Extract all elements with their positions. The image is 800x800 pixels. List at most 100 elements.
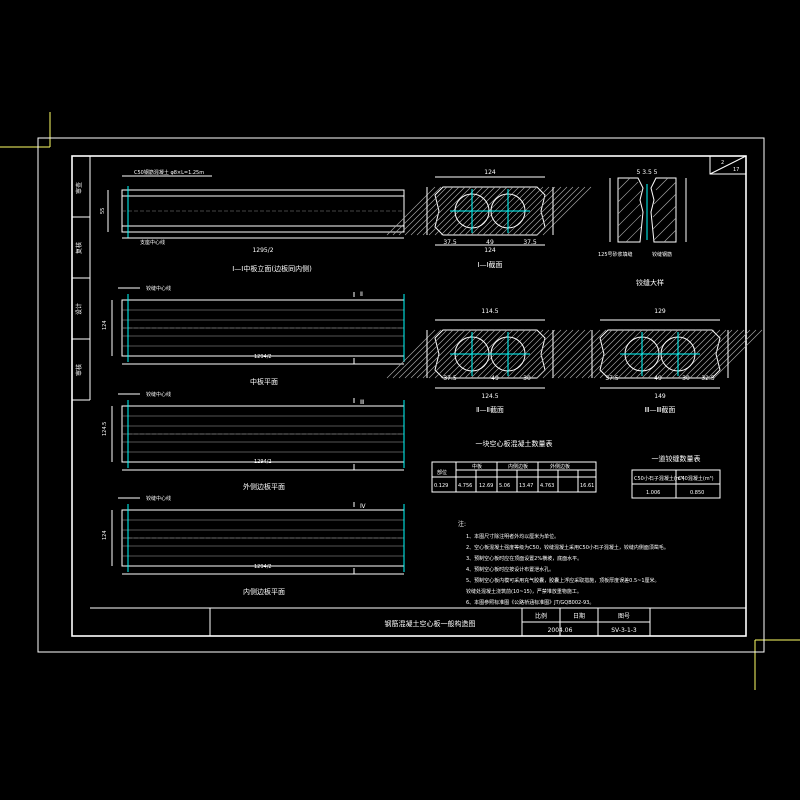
sidebar-label-1: 审查	[75, 182, 83, 194]
section-2-dim-c: 30	[523, 375, 531, 382]
concrete-v4: 13.47	[519, 483, 533, 489]
plan-title-2: 外侧边板平面	[243, 482, 285, 491]
elevation-height: 55	[100, 208, 106, 214]
sidebar-label-2: 复核	[75, 242, 83, 254]
section-1	[386, 176, 592, 246]
plan-width-1: 124	[102, 320, 108, 330]
section-hatch	[518, 329, 568, 379]
elevation-view	[107, 175, 405, 239]
section-hatch	[581, 329, 631, 379]
note-7: 6、本图参照标准图《公路桥涵标准图》JT/GQB002-93。	[466, 599, 594, 606]
section-hatch	[524, 329, 574, 379]
tb-label-date: 日期	[573, 612, 585, 620]
section-hatch	[536, 329, 586, 379]
sheet-total: 17	[733, 167, 739, 173]
section-1-dim-c: 37.5	[523, 239, 537, 246]
joint-label-1: 125号砂浆填缝	[598, 251, 633, 258]
section-hatch	[563, 329, 613, 379]
elevation-title: Ⅰ—Ⅰ中板立面(边板同内侧)	[232, 264, 312, 273]
section-hatch	[416, 329, 466, 379]
note-3: 3、预制空心板时应在顶面设置2%横坡，底面水平。	[466, 555, 582, 562]
approval-strip	[72, 156, 91, 401]
tb-drawing-no: SV-3-1-3	[611, 627, 637, 634]
section-hatch	[518, 186, 568, 236]
section-hatch	[569, 329, 619, 379]
joint-top-dims: 5 3.5 5	[637, 169, 658, 176]
concrete-h0: 部位	[437, 469, 447, 476]
materials-h1: C40混凝土(m³)	[678, 475, 714, 482]
section-hatch	[422, 329, 472, 379]
joint-title: 铰缝大样	[636, 278, 664, 287]
tb-date: 2004.06	[548, 627, 573, 634]
section-hatch	[416, 186, 466, 236]
section-hatch	[410, 186, 460, 236]
section-hatch	[410, 329, 460, 379]
crop-marks	[0, 112, 800, 690]
section-3-top: 129	[654, 308, 666, 315]
tb-label-scale: 比例	[535, 612, 547, 620]
plan-mark-2: Ⅲ	[360, 399, 364, 406]
section-hatch	[404, 329, 454, 379]
note-5: 5、预制空心板内模可采用充气胶囊，胶囊上浮应采取措施，顶板厚度误差0.5~1厘米…	[466, 577, 660, 584]
concrete-v3: 5.06	[499, 483, 510, 489]
plan-width-3: 124	[102, 530, 108, 540]
section-hatch	[398, 186, 448, 236]
note-1: 1、本图尺寸除注明者外均以厘米为单位。	[466, 533, 559, 540]
section-hatch	[575, 329, 625, 379]
concrete-v0: 0.129	[434, 483, 448, 489]
sheet-number: 2	[721, 160, 724, 166]
materials-table	[631, 469, 721, 499]
section-3-dim-a: 37.5	[605, 375, 619, 382]
section-2-bottom: 124.5	[481, 393, 498, 400]
drawing-title: 钢筋混凝土空心板一般构造图	[385, 619, 476, 628]
plan-width-2: 124.5	[102, 422, 108, 436]
section-1-dim-a: 37.5	[443, 239, 457, 246]
plan-view-3	[111, 497, 405, 575]
section-3-dim-d: 32.5	[701, 375, 715, 382]
plan-len-3: 1294/2	[254, 564, 272, 570]
section-2-dim-a: 37.5	[443, 375, 457, 382]
section-2-dim-b: 49	[491, 375, 499, 382]
section-title-3: Ⅲ—Ⅲ截面	[645, 405, 676, 414]
section-hatch	[683, 329, 733, 379]
concrete-h1: 中板	[472, 463, 482, 470]
section-1-dim-b: 49	[486, 239, 494, 246]
tb-label-no: 图号	[618, 613, 630, 620]
concrete-h2: 内侧边板	[508, 463, 528, 470]
sidebar-label-4: 审核	[75, 364, 83, 376]
section-hatch	[530, 186, 580, 236]
section-hatch	[398, 329, 448, 379]
section-hatch	[542, 186, 592, 236]
section-3-dim-c: 30	[682, 375, 690, 382]
plan-title-3: 内侧边板平面	[243, 587, 285, 596]
section-hatch	[695, 329, 745, 379]
section-hatch	[422, 186, 472, 236]
concrete-h3: 外侧边板	[550, 463, 570, 470]
materials-v0: 1.006	[646, 490, 660, 496]
section-1-top: 124	[484, 169, 496, 176]
plan-note-1: 铰缝中心线	[146, 285, 171, 292]
section-hatch	[524, 186, 574, 236]
materials-h0: C50小石子混凝土(m³)	[634, 475, 685, 482]
section-1-bottom: 124	[484, 247, 496, 254]
note-2: 2、空心板混凝土强度等级为C50，铰缝混凝土采用C50小石子混凝土，铰缝内侧面须…	[466, 544, 669, 551]
section-hatch	[557, 329, 607, 379]
elevation-note: 支座中心线	[140, 239, 165, 246]
elevation-span: 1295/2	[252, 247, 273, 254]
note-4: 4、预制空心板时应按设计布置泄水孔。	[466, 566, 554, 573]
section-hatch	[587, 329, 637, 379]
section-hatch	[701, 329, 751, 379]
section-hatch	[536, 186, 586, 236]
plan-view-2	[111, 393, 405, 471]
sheet-number-box	[709, 155, 747, 175]
section-2-top: 114.5	[481, 308, 498, 315]
section-3-dim-b: 49	[654, 375, 662, 382]
section-title-2: Ⅱ—Ⅱ截面	[476, 405, 504, 414]
note-6: 铰缝处混凝土浇筑前(10~15)，严禁堆放重物施工。	[466, 588, 582, 595]
section-hatch	[689, 329, 739, 379]
section-hatch	[404, 186, 454, 236]
joint-label-2: 铰缝钢筋	[652, 251, 672, 258]
concrete-v6: 16.61	[580, 483, 594, 489]
concrete-v1: 4.756	[458, 483, 472, 489]
